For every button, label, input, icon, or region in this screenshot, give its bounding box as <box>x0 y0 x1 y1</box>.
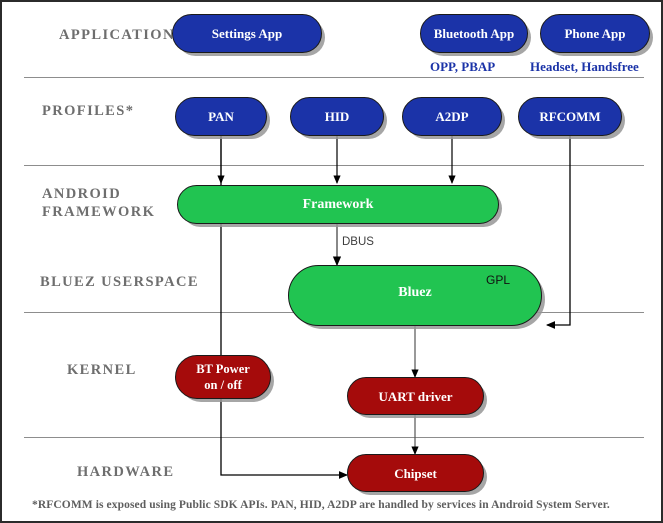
node-bt-power[interactable]: BT Power on / off <box>175 355 271 399</box>
layer-label-applications: APPLICATIONS <box>59 27 185 43</box>
annotation-gpl: GPL <box>486 273 511 287</box>
layer-label-bluez-userspace: BLUEZ USERSPACE <box>40 274 199 290</box>
node-pan[interactable]: PAN <box>175 97 267 136</box>
layer-label-profiles: PROFILES* <box>42 103 135 119</box>
annotation-dbus: DBUS <box>342 236 374 248</box>
node-settings-app[interactable]: Settings App <box>172 14 322 53</box>
layer-label-kernel: KERNEL <box>67 362 137 378</box>
node-hid[interactable]: HID <box>290 97 384 136</box>
divider-applications <box>24 77 644 78</box>
bt-power-label-line2: on / off <box>204 378 242 392</box>
node-bluetooth-app[interactable]: Bluetooth App <box>420 14 528 53</box>
node-a2dp[interactable]: A2DP <box>402 97 502 136</box>
node-uart-driver[interactable]: UART driver <box>347 377 484 415</box>
layer-label-android-framework: ANDROID FRAMEWORK <box>42 186 156 220</box>
layer-label-hardware: HARDWARE <box>77 464 175 480</box>
node-phone-app[interactable]: Phone App <box>540 14 650 53</box>
bt-power-label-line1: BT Power <box>196 362 250 376</box>
annotation-headset-handsfree: Headset, Handsfree <box>530 59 639 74</box>
divider-kernel <box>24 437 644 438</box>
divider-profiles <box>24 165 644 166</box>
annotation-opp-pbap: OPP, PBAP <box>430 59 496 74</box>
node-chipset[interactable]: Chipset <box>347 454 484 492</box>
node-rfcomm[interactable]: RFCOMM <box>518 97 622 136</box>
footnote-text: *RFCOMM is exposed using Public SDK APIs… <box>32 499 610 511</box>
node-framework[interactable]: Framework <box>177 185 499 224</box>
